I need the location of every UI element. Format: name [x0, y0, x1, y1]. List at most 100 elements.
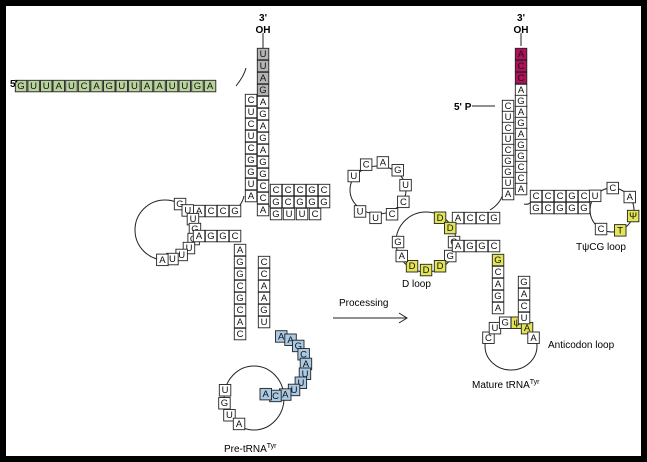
- mature-t-stem-3p-0: G: [577, 201, 591, 215]
- mature-d-arm-3p-1-letter: G: [466, 241, 473, 252]
- pre-trailer-3: G: [256, 83, 270, 97]
- pre-leader-11-letter: A: [156, 81, 163, 92]
- mature-cca-2: C: [514, 71, 528, 85]
- pre-t-loop-0-box: [347, 169, 360, 183]
- pre-variable-3-letter: C: [312, 209, 319, 220]
- mature-acceptor-3p-9-letter: A: [518, 184, 525, 195]
- pre-ac-stem-5p-3-box: [233, 279, 247, 293]
- mature-acceptor-3p-5: G: [514, 138, 528, 152]
- pre-ac-stem-5p-2-letter: G: [236, 269, 243, 280]
- pre-ac-loop-2: U: [223, 409, 236, 422]
- processing-label: Processing: [339, 298, 388, 309]
- mature-d-arm-5p-1-box: [475, 211, 489, 225]
- pre-t-loop-8-box: [353, 205, 367, 218]
- mature-d-loop-0: D: [433, 211, 447, 224]
- pre-ac-loop-3: A: [232, 417, 246, 431]
- pre-intron-6: U: [294, 376, 308, 389]
- pre-ac-loop-0-box: [218, 384, 232, 397]
- pre-leader-12: U: [165, 79, 179, 93]
- pre-acceptor-3p-8-box: [256, 191, 270, 205]
- pre-leader-0-box: [14, 79, 28, 93]
- pre-variable-1-letter: U: [286, 209, 293, 220]
- d-loop-label: D loop: [402, 279, 431, 290]
- pre-t-loop-5: C: [397, 195, 410, 209]
- pre-acceptor-3p-7-box: [256, 179, 270, 193]
- pre-trailer-0: U: [256, 47, 270, 61]
- mature-d-arm-5p-0: G: [487, 211, 501, 225]
- pre-ac-stem-5p-3-letter: C: [237, 281, 244, 292]
- pre-intron-9-letter: C: [272, 391, 279, 402]
- pre-t-stem-5p-2-box: [293, 183, 307, 197]
- pre-t-stem-5p-4-box: [317, 183, 331, 197]
- pre-leader-14: G: [191, 79, 204, 93]
- pre-t-loop-3-box: [391, 164, 404, 177]
- pre-t-stem-5p-3: G: [305, 183, 319, 197]
- mature-d-loop-5-letter: D: [423, 265, 430, 276]
- pre-t-stem-3p-3-box: [281, 195, 295, 209]
- pre-acceptor-5p-6: G: [244, 165, 258, 179]
- mature-acceptor-3p-2: A: [514, 105, 528, 119]
- mature-d-arm-5p-1: C: [475, 211, 489, 225]
- mature-d-arm-3p-2-letter: G: [478, 241, 485, 252]
- mature-acceptor-5p-2-letter: C: [505, 123, 512, 134]
- mature-cca-1-letter: C: [518, 61, 525, 72]
- pre-acceptor-3p-3-box: [256, 131, 270, 145]
- pre-leader-7-letter: G: [106, 81, 113, 92]
- mature-ac-loop-0-letter: C: [485, 333, 492, 344]
- pre-ac-stem-5p-0-letter: A: [237, 245, 244, 256]
- pre-intron-2-letter: G: [295, 341, 302, 352]
- pre-variable-0-letter: G: [272, 209, 279, 220]
- pre-d-loop-5: U: [182, 241, 196, 255]
- pre-leader-15: A: [203, 79, 217, 93]
- pre-trna-name-sup: Tyr: [267, 443, 277, 450]
- pre-ac-loop-3-letter: A: [236, 419, 243, 430]
- pre-acceptor-5p-1-box: [244, 105, 258, 119]
- pre-t-loop-6-letter: C: [389, 209, 396, 220]
- mature-acceptor-5p-6: G: [501, 165, 515, 179]
- pre-leader-2-letter: U: [43, 81, 50, 92]
- mature-d-arm-5p-2-box: [463, 211, 477, 225]
- pre-t-loop-5-box: [397, 195, 410, 209]
- pre-leader-1-letter: U: [30, 81, 37, 92]
- pre-d-arm-5p-1: C: [216, 204, 230, 218]
- pre-leader-9-box: [128, 79, 141, 93]
- pre-acceptor-3p-5: G: [256, 155, 270, 169]
- pre-variable-2: U: [295, 207, 309, 221]
- mature-t-stem-3p-0-box: [577, 201, 591, 215]
- pre-acceptor-3p-3: G: [256, 131, 270, 145]
- mature-d-arm-3p-0-letter: A: [455, 241, 462, 252]
- mature-ac-stem-3p-2: A: [517, 287, 531, 301]
- mature-ac-stem-3p-1-box: [517, 299, 531, 313]
- pre-t-stem-3p-2: G: [293, 195, 307, 209]
- pre-leader-2: U: [40, 79, 53, 93]
- pre-t-loop-0-letter: U: [350, 171, 357, 182]
- mature-ac-stem-5p-3-letter: G: [494, 291, 501, 302]
- pre-ac-stem-5p-0-box: [233, 243, 247, 257]
- pre-d-arm-5p-1-box: [216, 204, 230, 218]
- pre-d-loop-8: A: [156, 253, 169, 267]
- mature-t-stem-3p-2-letter: G: [556, 203, 563, 214]
- mature-ac-stem-5p-2-box: [491, 277, 505, 291]
- pre-acceptor-3p-7: C: [256, 179, 270, 193]
- mature-acceptor-3p-6-letter: G: [517, 151, 524, 162]
- mature-ac-stem-5p-4-letter: A: [495, 303, 502, 314]
- mature-d-arm-3p-3-box: [487, 239, 501, 253]
- pre-ac-stem-5p-1-letter: G: [236, 257, 243, 268]
- mature-t-loop-3-letter: Ψ: [629, 211, 637, 222]
- pre-d-arm-3p-1-letter: G: [207, 231, 214, 242]
- pre-acceptor-3p-5-box: [256, 155, 270, 169]
- pre-t-stem-5p-1-box: [281, 183, 295, 197]
- mature-d-arm-3p-0-box: [451, 239, 465, 253]
- pre-leader-5-letter: C: [81, 81, 88, 92]
- pre-intron-6-letter: U: [297, 378, 304, 389]
- pre-ac-stem-3p-0-letter: U: [261, 317, 268, 328]
- pre-leader-15-letter: A: [207, 81, 214, 92]
- pre-leader-5-box: [77, 79, 91, 93]
- pre-d-arm-5p-0: G: [228, 204, 242, 218]
- mature-t-loop-4-box: [614, 224, 627, 237]
- mature-d-loop-4-letter: D: [437, 261, 444, 272]
- pre-five-prime-label: 5': [10, 79, 18, 90]
- mature-d-arm-5p-2: C: [463, 211, 477, 225]
- pre-ac-stem-5p-0: A: [233, 243, 247, 257]
- mature-t-stem-5p-0-box: [529, 189, 543, 203]
